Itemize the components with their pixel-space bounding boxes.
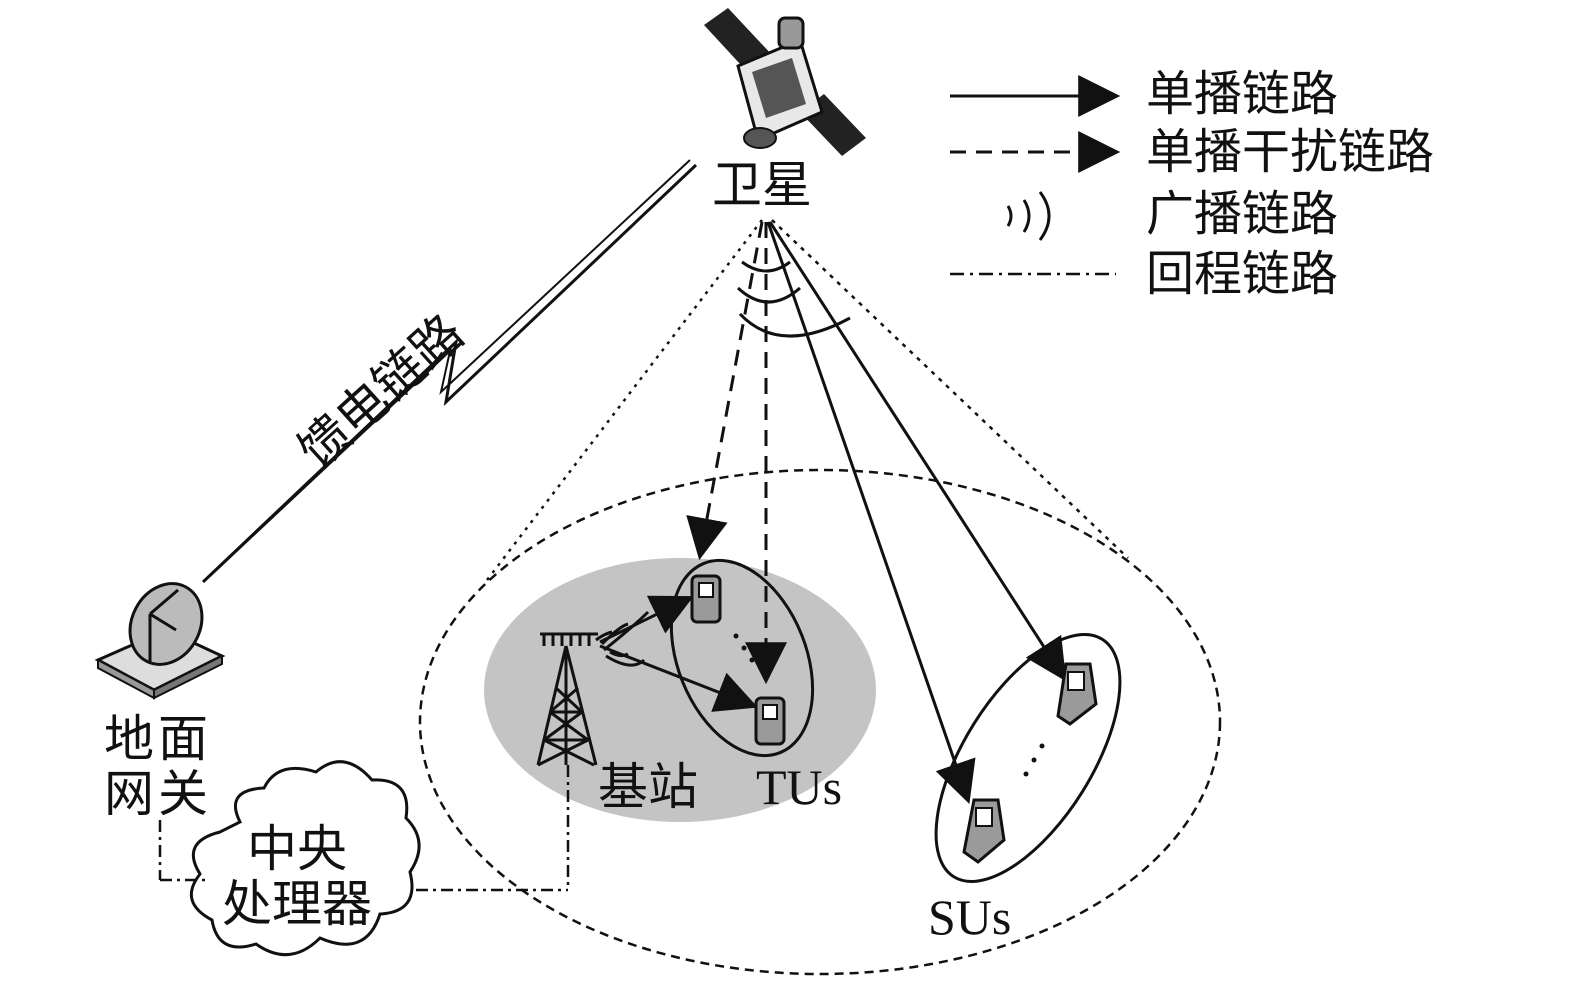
gateway-label-line1: 地面 (104, 710, 212, 768)
feeder-link-line-inner (209, 159, 691, 577)
beam-boundary-right (771, 219, 1129, 559)
satellite-icon (704, 8, 866, 156)
su-device-2-icon (962, 798, 1006, 864)
tus-label: TUs (756, 759, 843, 815)
bs-link-tu1 (599, 595, 694, 644)
sus-label: SUs (928, 889, 1012, 945)
su-group-boundary (934, 633, 1122, 883)
base-station-label: 基站 (598, 758, 698, 816)
central-processor-label-line1: 中央 (247, 820, 347, 878)
central-processor-label: 中央 处理器 (222, 822, 372, 932)
tu-device-1-icon (690, 574, 722, 624)
interference-link-tu1 (686, 221, 764, 561)
gateway-label: 地面 网关 (104, 712, 212, 822)
base-station-tower-icon (536, 632, 598, 767)
legend-label-broadcast: 广播链路 (1146, 186, 1339, 242)
tu-ellipsis (733, 633, 755, 663)
unicast-link-su2 (768, 221, 1067, 682)
legend-broadcast-symbol (1006, 191, 1051, 241)
bs-link-tu2 (599, 644, 758, 712)
legend-label-interference: 单播干扰链路 (1146, 124, 1435, 180)
su-ellipsis (1023, 743, 1045, 777)
base-station-cell (484, 558, 876, 822)
legend-label-unicast: 单播链路 (1146, 66, 1339, 122)
central-processor-cloud (190, 760, 421, 957)
satellite-label: 卫星 (712, 156, 812, 214)
legend-symbols (950, 75, 1121, 276)
legend-label-backhaul: 回程链路 (1146, 246, 1339, 302)
su-device-1-icon (1056, 662, 1098, 726)
beam-boundary-left (483, 219, 763, 585)
satellite-coverage-area (418, 468, 1222, 976)
gateway-label-line2: 网关 (104, 765, 212, 823)
gateway-dish-icon (94, 582, 226, 700)
tu-device-2-icon (754, 696, 786, 746)
central-processor-label-line2: 处理器 (222, 875, 372, 933)
unicast-link-su1 (766, 221, 976, 804)
feeder-link-line (201, 163, 698, 584)
tu-group-boundary (669, 558, 815, 758)
